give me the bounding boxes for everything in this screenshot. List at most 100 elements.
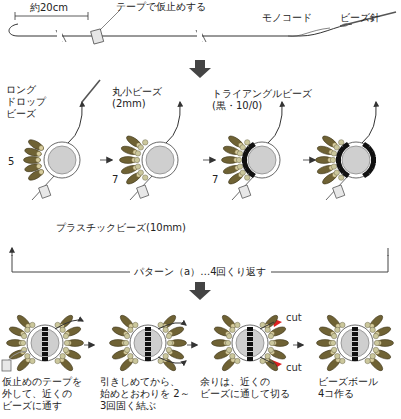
round-small-bead bbox=[340, 358, 345, 363]
long-drop-bead bbox=[111, 348, 129, 361]
round-small-bead bbox=[268, 347, 273, 352]
round-small-bead bbox=[235, 358, 240, 363]
thread-loop bbox=[338, 142, 374, 178]
round-small-bead bbox=[135, 164, 140, 169]
round-small-bead bbox=[370, 353, 375, 358]
triangle-bead bbox=[145, 352, 151, 356]
round-small-bead bbox=[330, 157, 335, 162]
step-note: 引きしめてから、 始めとおわりを 2～3回固く結ぶ bbox=[100, 376, 192, 412]
round-small-bead bbox=[237, 151, 242, 156]
thread-arrow bbox=[362, 102, 376, 143]
thread-arrow bbox=[68, 102, 82, 143]
round-small-bead bbox=[245, 175, 250, 180]
round-small-bead bbox=[124, 347, 129, 352]
triangle-bead bbox=[247, 357, 253, 361]
round-small-bead bbox=[331, 164, 336, 169]
thread-arrow bbox=[268, 102, 282, 143]
thread-loop bbox=[44, 142, 80, 178]
round-small-bead bbox=[143, 140, 148, 145]
round-small-bead bbox=[373, 347, 378, 352]
triangle-bead bbox=[362, 171, 370, 179]
break-mark bbox=[56, 30, 66, 42]
round-small-bead bbox=[365, 322, 370, 327]
triangle-bead bbox=[247, 327, 253, 331]
round-small-bead bbox=[138, 170, 143, 175]
round-small-bead bbox=[135, 151, 140, 156]
tape bbox=[39, 185, 51, 198]
long-drop-bead bbox=[8, 348, 26, 361]
triangle-bead bbox=[145, 342, 151, 346]
thread-arrow bbox=[166, 102, 180, 143]
triangle-bead bbox=[42, 327, 48, 331]
round-small-bead bbox=[133, 322, 138, 327]
down-arrow bbox=[189, 60, 211, 78]
thread-end bbox=[260, 322, 274, 329]
thread-arrow bbox=[55, 320, 83, 329]
round-small-bead bbox=[330, 340, 335, 345]
long-drop-bead bbox=[24, 157, 41, 164]
round-small-bead bbox=[334, 170, 339, 175]
step-arrow bbox=[203, 159, 215, 160]
round-small-bead bbox=[240, 145, 245, 150]
part-label: モノコード bbox=[262, 12, 312, 24]
round-small-bead bbox=[225, 340, 230, 345]
long-drop-bead bbox=[263, 356, 280, 373]
step-arrow bbox=[100, 159, 112, 160]
repeat-arrow bbox=[12, 248, 13, 256]
round-small-bead bbox=[25, 353, 30, 358]
triangle-bead bbox=[42, 337, 48, 341]
triangle-bead bbox=[42, 352, 48, 356]
tape bbox=[137, 185, 149, 198]
drop-bead-tip bbox=[36, 151, 41, 156]
long-drop-bead bbox=[27, 138, 45, 152]
round-small-bead bbox=[236, 157, 241, 162]
long-drop-bead bbox=[318, 348, 336, 361]
round-small-bead bbox=[269, 340, 274, 345]
break-gap bbox=[57, 30, 62, 42]
round-small-bead bbox=[64, 340, 69, 345]
long-drop-bead bbox=[213, 348, 231, 361]
round-small-bead bbox=[339, 175, 344, 180]
round-small-bead bbox=[230, 353, 235, 358]
plastic-bead bbox=[146, 146, 174, 174]
round-small-bead bbox=[373, 333, 378, 338]
dimension-line bbox=[15, 12, 88, 20]
round-small-bead bbox=[60, 327, 65, 332]
round-small-bead bbox=[331, 151, 336, 156]
triangle-bead bbox=[342, 142, 350, 150]
round-small-bead bbox=[365, 358, 370, 363]
thread-loop bbox=[130, 325, 166, 361]
plastic-bead bbox=[236, 329, 264, 357]
callout-number: 5 bbox=[8, 156, 14, 168]
triangle-bead bbox=[247, 337, 253, 341]
round-small-bead bbox=[331, 333, 336, 338]
drop-bead-tip bbox=[39, 170, 44, 175]
round-small-bead bbox=[339, 140, 344, 145]
triangle-bead bbox=[145, 332, 151, 336]
long-drop-bead bbox=[64, 325, 82, 338]
triangle-bead bbox=[352, 347, 358, 351]
leader-line bbox=[100, 10, 120, 30]
long-drop-bead bbox=[368, 356, 385, 373]
thread-loop bbox=[27, 325, 63, 361]
triangle-bead bbox=[42, 347, 48, 351]
round-small-bead bbox=[133, 358, 138, 363]
long-drop-bead bbox=[15, 356, 32, 373]
part-label: トライアングルビーズ (黒・10/0) bbox=[212, 88, 324, 112]
round-small-bead bbox=[245, 140, 250, 145]
tape bbox=[2, 360, 11, 371]
triangle-bead bbox=[247, 332, 253, 336]
step-note: 余りは、近くの ビーズに通して切る bbox=[200, 376, 296, 400]
round-small-bead bbox=[268, 333, 273, 338]
long-drop-bead bbox=[374, 348, 392, 361]
triangle-bead bbox=[42, 342, 48, 346]
triangle-bead bbox=[352, 357, 358, 361]
round-small-bead bbox=[21, 333, 26, 338]
tape bbox=[239, 185, 251, 198]
thread-tail bbox=[32, 176, 54, 200]
round-small-bead bbox=[25, 327, 30, 332]
step-arrow bbox=[187, 344, 197, 345]
thread-loop bbox=[244, 142, 280, 178]
step-note: 仮止めのテープを 外して、近くの ビーズに通す bbox=[2, 376, 96, 412]
round-small-bead bbox=[230, 327, 235, 332]
